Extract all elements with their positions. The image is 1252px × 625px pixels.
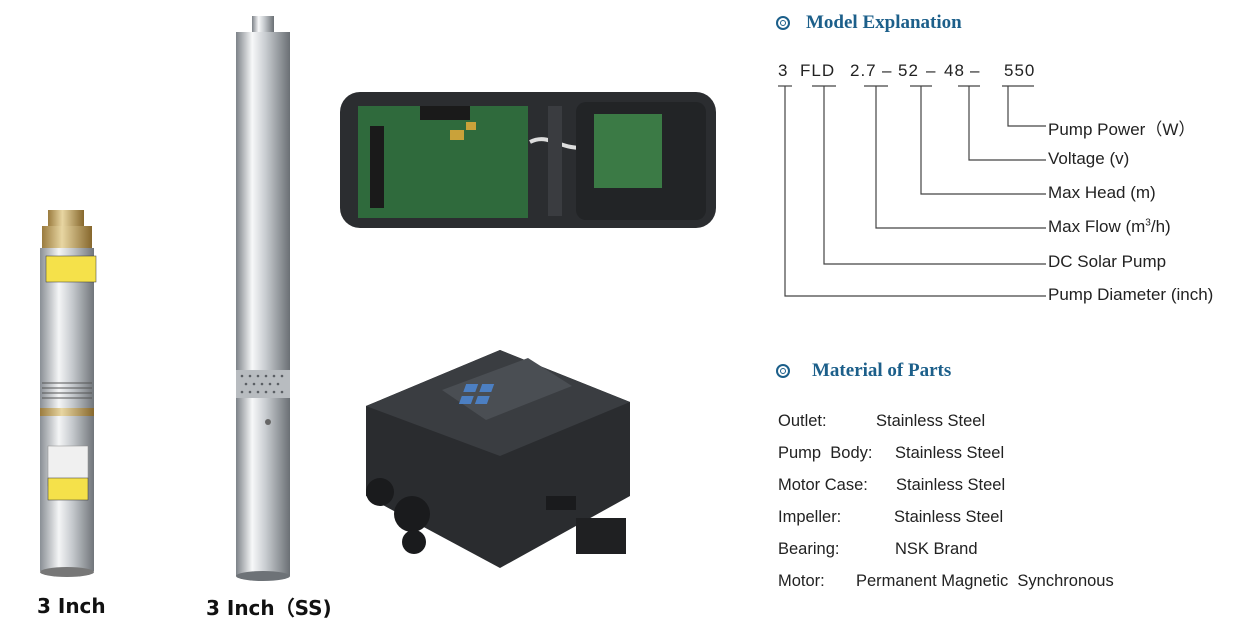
label-max-flow-prefix: Max Flow (m <box>1048 217 1146 236</box>
material-value: NSK Brand <box>895 540 978 558</box>
model-code-dash-1: – <box>882 61 893 80</box>
material-row-outlet: Outlet: Stainless Steel <box>778 412 985 431</box>
controller-open-image <box>340 92 716 228</box>
small-pump-caption: 3 Inch <box>37 594 106 618</box>
material-value: Stainless Steel <box>895 444 1005 462</box>
model-code-voltage: 48 <box>944 61 965 80</box>
material-of-parts-title: Material of Parts <box>812 360 952 381</box>
label-voltage: Voltage (v) <box>1048 149 1130 168</box>
model-code-head: 52 <box>898 61 919 80</box>
model-explanation-title: Model Explanation <box>806 12 962 33</box>
material-row-bearing: Bearing: NSK Brand <box>778 540 978 559</box>
label-pump-diameter: Pump Diameter (inch) <box>1048 285 1214 304</box>
material-value: Stainless Steel <box>876 412 986 430</box>
model-section-icon <box>776 16 790 30</box>
material-row-pump-body: Pump Body: Stainless Steel <box>778 444 1004 463</box>
material-value: Permanent Magnetic Synchronous <box>856 572 1114 590</box>
model-code-power: 550 <box>1004 61 1036 80</box>
material-key: Bearing: <box>778 540 840 558</box>
tall-pump-image <box>236 16 290 581</box>
material-value: Stainless Steel <box>894 508 1004 526</box>
material-key: Motor Case: <box>778 476 868 494</box>
material-row-motor: Motor: Permanent Magnetic Synchronous <box>778 572 1114 591</box>
controller-box-image <box>366 350 630 568</box>
label-max-flow-suffix: /h) <box>1150 217 1171 236</box>
label-max-flow-sup: 3 <box>1145 217 1151 229</box>
material-key: Pump Body: <box>778 444 873 462</box>
material-key: Motor: <box>778 572 825 590</box>
material-key: Impeller: <box>778 508 842 526</box>
model-code-fld: FLD <box>800 61 836 80</box>
label-max-head: Max Head (m) <box>1048 183 1156 202</box>
material-row-impeller: Impeller: Stainless Steel <box>778 508 1003 527</box>
label-max-flow: Max Flow (m3/h) <box>1048 217 1171 237</box>
small-pump-image <box>40 210 97 577</box>
label-dc-solar-pump: DC Solar Pump <box>1048 252 1167 271</box>
model-code-dash-3: – <box>970 61 981 80</box>
material-value: Stainless Steel <box>896 476 1006 494</box>
material-key: Outlet: <box>778 412 827 430</box>
label-pump-power: Pump Power（W） <box>1048 120 1196 139</box>
tall-pump-caption: 3 Inch（SS) <box>206 596 332 620</box>
model-code-dash-2: – <box>926 61 937 80</box>
model-code-3: 3 <box>778 61 789 80</box>
material-row-motor-case: Motor Case: Stainless Steel <box>778 476 1005 495</box>
model-code-flow: 2.7 <box>850 61 877 80</box>
material-section-icon <box>776 364 790 378</box>
model-connector-lines <box>778 85 1046 297</box>
